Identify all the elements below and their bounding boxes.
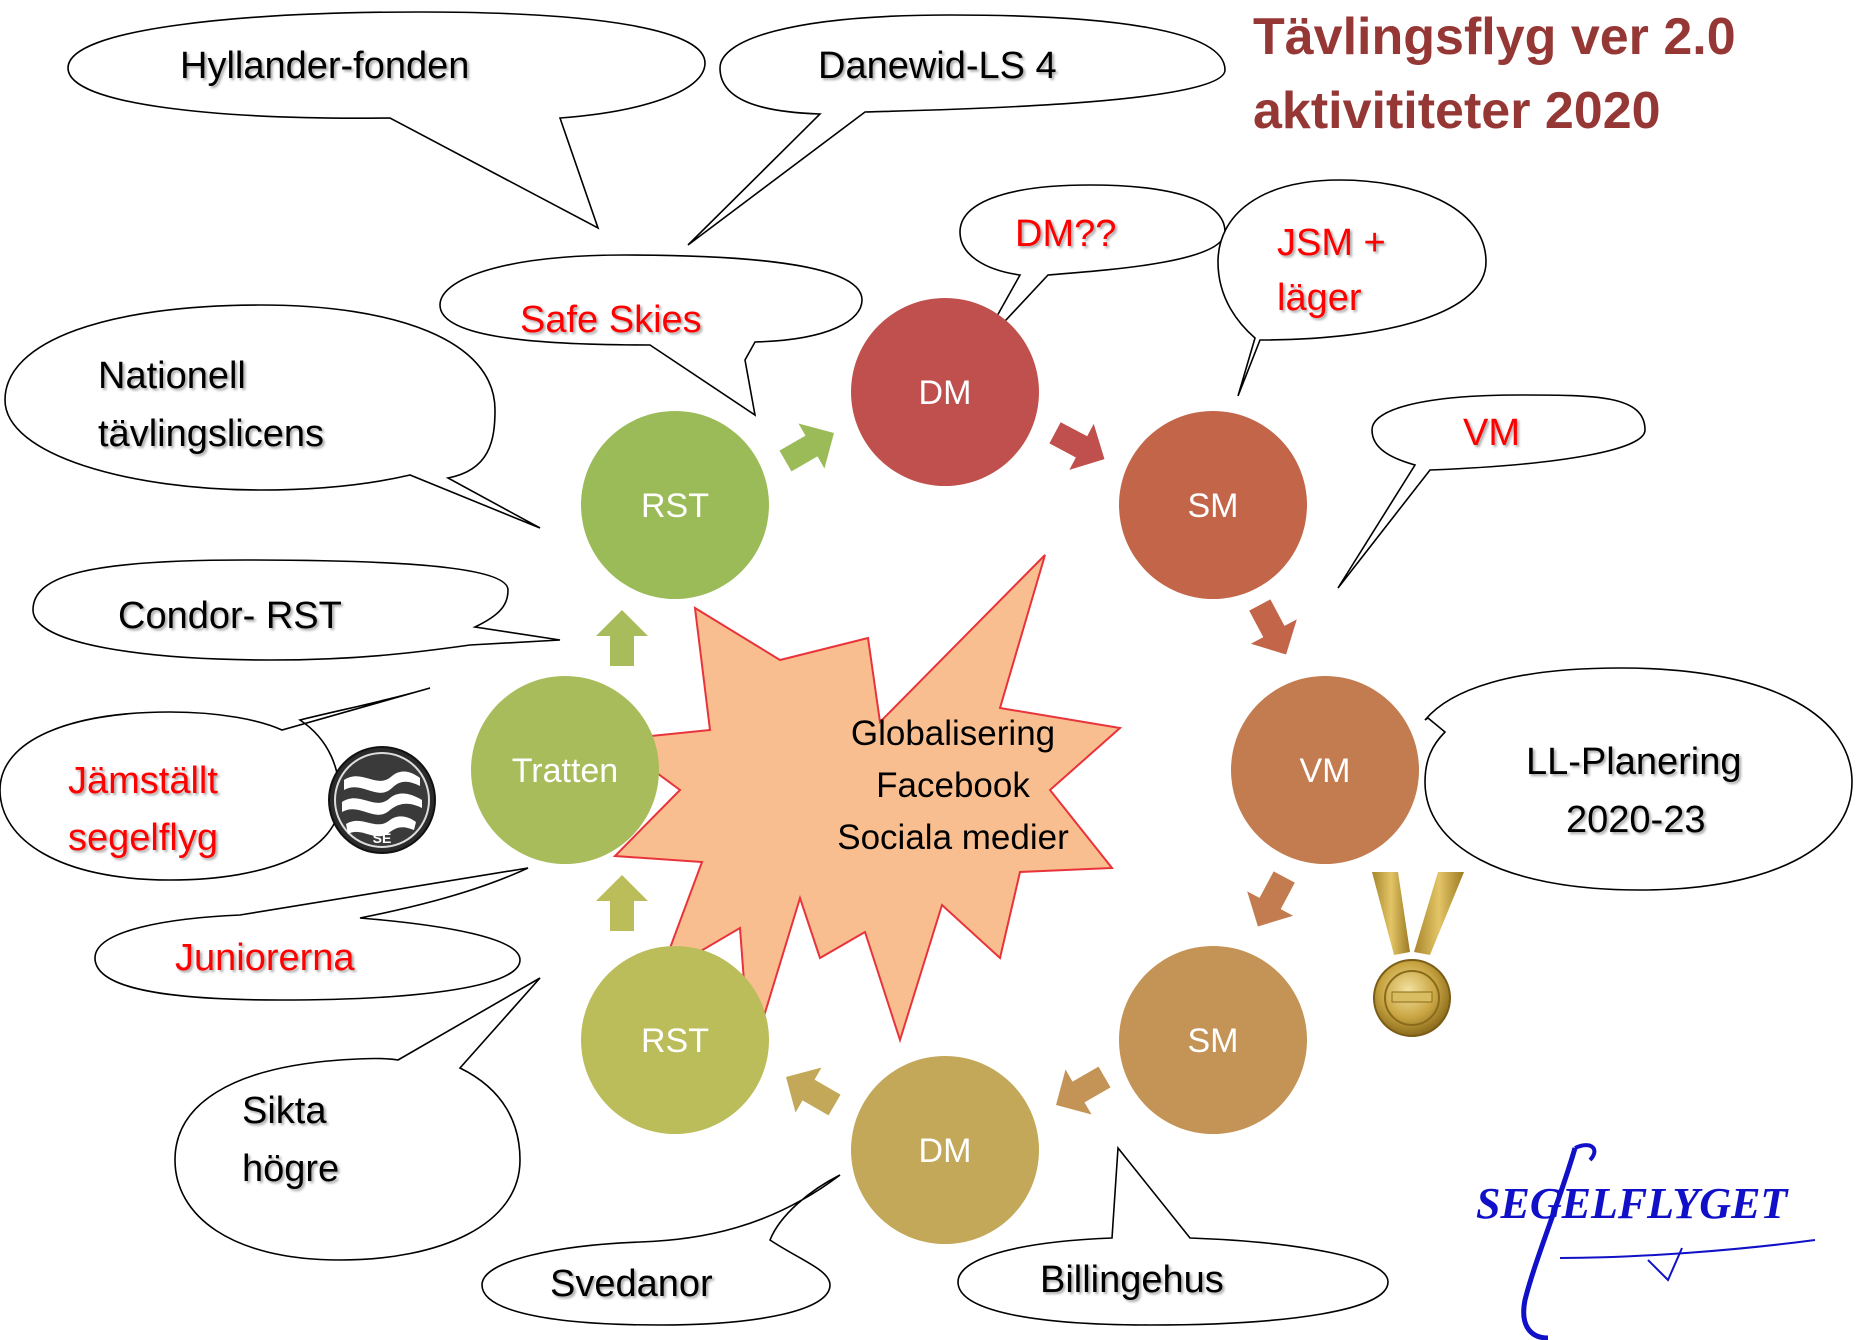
callout-sikta-bubble [174,977,541,1261]
callout-svedanor-line-1: Svedanor [550,1263,713,1305]
cycle-arrow-5 [1056,1066,1111,1115]
callout-hyllander-line-1: Hyllander-fonden [180,45,469,87]
cycle-label-rst-bottom: RST [641,1022,709,1060]
center-line-2: Facebook [876,766,1030,805]
title: Tävlingsflyg ver 2.0 aktivititeter 2020 [1253,8,1736,140]
cycle-circles: RST DM SM VM SM DM RST Tratten [471,298,1419,1244]
cycle-node-vm: VM [1231,676,1419,864]
cycle-arrow-3 [1249,599,1297,655]
callout-sikta-line-2: högre [242,1148,339,1190]
callout-ll-planering-line-1: LL-Planering [1526,741,1741,783]
callout-ll-planering-line-2: 2020-23 [1566,799,1705,841]
callout-jamstallt-line-2: segelflyg [68,817,218,859]
cycle-node-sm-bottom: SM [1119,946,1307,1134]
cycle-circle-sm-bottom [1119,946,1307,1134]
cycle-label-vm: VM [1300,752,1351,790]
callout-vm-callout-line-1: VM [1463,412,1520,454]
cycle-circle-sm-top [1119,411,1307,599]
callout-juniorerna-line-1: Juniorerna [175,937,355,979]
cycle-circle-rst-top [581,411,769,599]
cycle-label-sm-top: SM [1188,487,1239,525]
cycle-node-dm-top: DM [851,298,1039,486]
medal-icon [1372,872,1464,1037]
callout-jsm-line-2: läger [1277,277,1362,319]
cycle-node-sm-top: SM [1119,411,1307,599]
center-line-3: Sociala medier [837,818,1069,857]
callout-danewid-bubble [687,14,1226,246]
cycle-node-rst-bottom: RST [581,946,769,1134]
callout-jamstallt-bubble [0,687,431,881]
callout-safe-skies-line-1: Safe Skies [520,299,702,341]
cycle-arrow-1 [779,423,834,472]
callout-jamstallt-line-1: Jämställt [68,760,218,802]
callout-nationell-bubble [4,304,541,529]
se-emblem: SE [328,746,436,854]
callout-ll-planering-bubble [1424,667,1853,891]
callout-billingehus-line-1: Billingehus [1040,1259,1224,1301]
cycle-arrow-6 [786,1067,841,1116]
cycle-arrow-7 [596,875,648,931]
logo-text: SEGELFLYGET [1476,1179,1789,1228]
callout-dm-question-bubble [959,184,1226,351]
cycle-node-tratten: Tratten [471,676,659,864]
callout-vm-bubble [1337,394,1646,589]
cycle-arrow-4 [1247,871,1295,927]
cycle-arrow-8 [596,610,648,666]
callout-jsm-bubble [1217,179,1487,397]
center-line-1: Globalisering [851,714,1055,753]
callout-juniorerna-bubble [94,867,529,1001]
cycle-label-dm-bottom: DM [919,1132,972,1170]
callout-texts: Hyllander-fonden Danewid-LS 4 DM?? JSM + läg… [68,45,1741,1305]
callout-dm-question-line-1: DM?? [1015,213,1116,255]
cycle-node-rst-top: RST [581,411,769,599]
title-line-2: aktivititeter 2020 [1253,82,1661,140]
cycle-circle-vm [1231,676,1419,864]
callout-hyllander-bubble [67,11,706,230]
cycle-label-dm-top: DM [919,374,972,412]
callout-svedanor-bubble [481,1174,841,1326]
callout-sikta-line-1: Sikta [242,1090,327,1132]
title-line-1: Tävlingsflyg ver 2.0 [1253,8,1736,66]
cycle-circle-dm-top [851,298,1039,486]
emblem-label: SE [373,830,392,846]
segelflyget-logo: SEGELFLYGET [1476,1143,1816,1340]
cycle-label-rst-top: RST [641,487,709,525]
callout-billingehus-bubble [957,1145,1389,1326]
callout-shapes [0,11,1853,1326]
cycle-node-dm-bottom: DM [851,1056,1039,1244]
cycle-arrows [596,422,1297,1116]
callout-danewid-line-1: Danewid-LS 4 [818,45,1057,87]
callout-nationell-line-1: Nationell [98,355,246,397]
cycle-circle-rst-bottom [581,946,769,1134]
cycle-circle-tratten [471,676,659,864]
callout-jsm-line-1: JSM + [1277,222,1386,264]
callout-condor-line-1: Condor- RST [118,595,342,637]
callout-safe-skies-bubble [439,254,863,417]
cycle-label-sm-bottom: SM [1188,1022,1239,1060]
cycle-circle-dm-bottom [851,1056,1039,1244]
cycle-arrow-2 [1049,422,1105,470]
callout-condor-bubble [32,559,561,661]
starburst-shape [609,554,1123,1063]
cycle-label-tratten: Tratten [512,752,618,790]
center-starburst: Globalisering Facebook Sociala medier [609,554,1123,1063]
callout-nationell-line-2: tävlingslicens [98,413,324,455]
